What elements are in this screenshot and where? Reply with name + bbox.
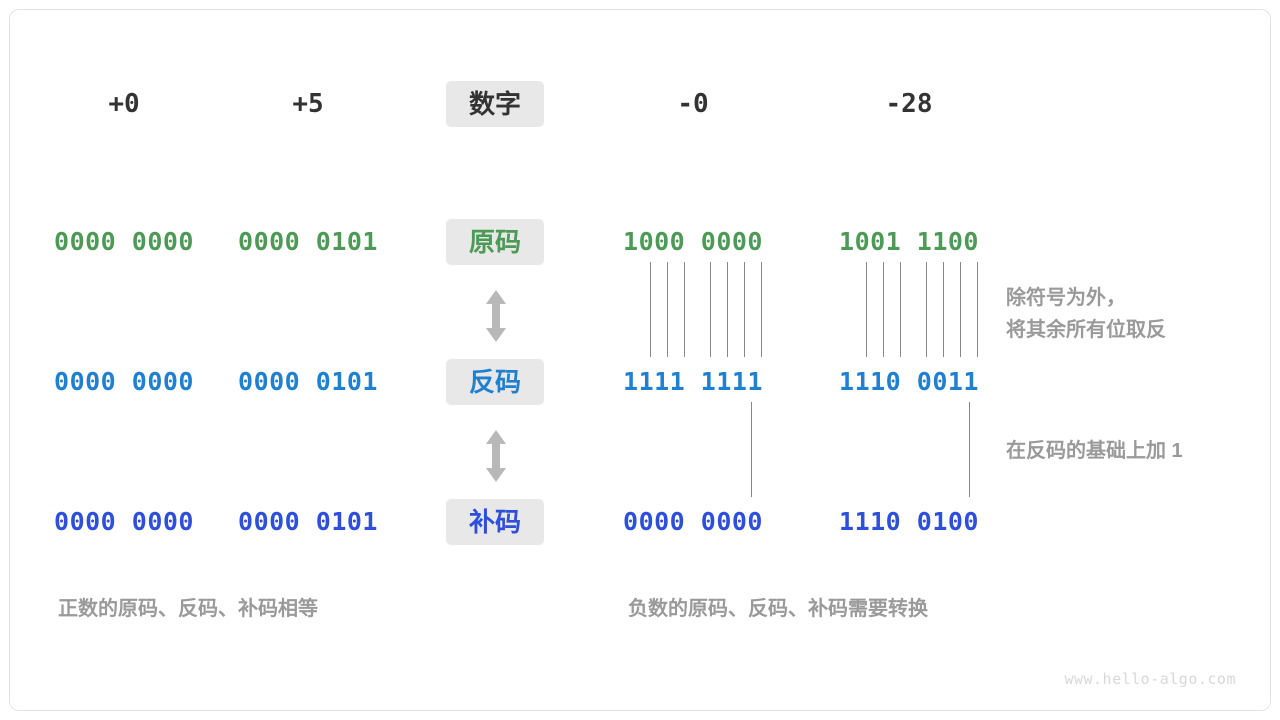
cell-twos-complement-plus-zero: 0000 0000 [54,507,194,536]
connector-line-invert-minus-twentyeight-bit-8 [977,262,978,357]
connector-line-invert-minus-twentyeight-bit-3 [883,262,884,357]
diagram-frame [9,9,1271,711]
connector-line-invert-minus-twentyeight-bit-7 [960,262,961,357]
watermark-url: www.hello-algo.com [1064,670,1236,688]
cell-twos-complement-minus-zero: 0000 0000 [623,507,763,536]
cell-sign-magnitude-plus-zero: 0000 0000 [54,227,194,256]
cell-sign-magnitude-minus-twentyeight: 1001 1100 [839,227,979,256]
cell-twos-complement-plus-five: 0000 0101 [238,507,378,536]
annotation-add-one: 在反码的基础上加 1 [1006,440,1183,462]
connector-line-invert-minus-zero-bit-4 [684,262,685,357]
cell-ones-complement-minus-zero: 1111 1111 [623,367,763,396]
annotation-invert-bits: 除符号为外， 将其余所有位取反 [1006,287,1166,341]
column-header-plus-five: +5 [292,89,324,119]
connector-line-plus-one-minus-zero [751,402,752,497]
cell-ones-complement-minus-twentyeight: 1110 0011 [839,367,979,396]
connector-line-plus-one-minus-twentyeight [969,402,970,497]
caption-negative-numbers: 负数的原码、反码、补码需要转换 [628,598,928,620]
up-down-arrow-icon-bottom [481,428,511,484]
connector-line-invert-minus-zero-bit-7 [744,262,745,357]
cell-sign-magnitude-plus-five: 0000 0101 [238,227,378,256]
cell-sign-magnitude-minus-zero: 1000 0000 [623,227,763,256]
cell-ones-complement-plus-five: 0000 0101 [238,367,378,396]
row-label-header-number: 数字 [446,81,544,127]
connector-line-invert-minus-zero-bit-2 [650,262,651,357]
cell-twos-complement-minus-twentyeight: 1110 0100 [839,507,979,536]
connector-line-invert-minus-zero-bit-6 [727,262,728,357]
row-label-sign-magnitude: 原码 [446,219,544,265]
connector-line-invert-minus-twentyeight-bit-5 [926,262,927,357]
connector-line-invert-minus-twentyeight-bit-4 [900,262,901,357]
cell-ones-complement-plus-zero: 0000 0000 [54,367,194,396]
connector-line-invert-minus-zero-bit-5 [710,262,711,357]
row-label-ones-complement: 反码 [446,359,544,405]
caption-positive-numbers: 正数的原码、反码、补码相等 [58,598,318,620]
column-header-minus-twentyeight: -28 [885,89,933,119]
connector-line-invert-minus-zero-bit-3 [667,262,668,357]
row-label-twos-complement: 补码 [446,499,544,545]
connector-line-invert-minus-twentyeight-bit-6 [943,262,944,357]
connector-line-invert-minus-zero-bit-8 [761,262,762,357]
up-down-arrow-icon-top [481,288,511,344]
column-header-minus-zero: -0 [677,89,709,119]
connector-line-invert-minus-twentyeight-bit-2 [866,262,867,357]
column-header-plus-zero: +0 [108,89,140,119]
